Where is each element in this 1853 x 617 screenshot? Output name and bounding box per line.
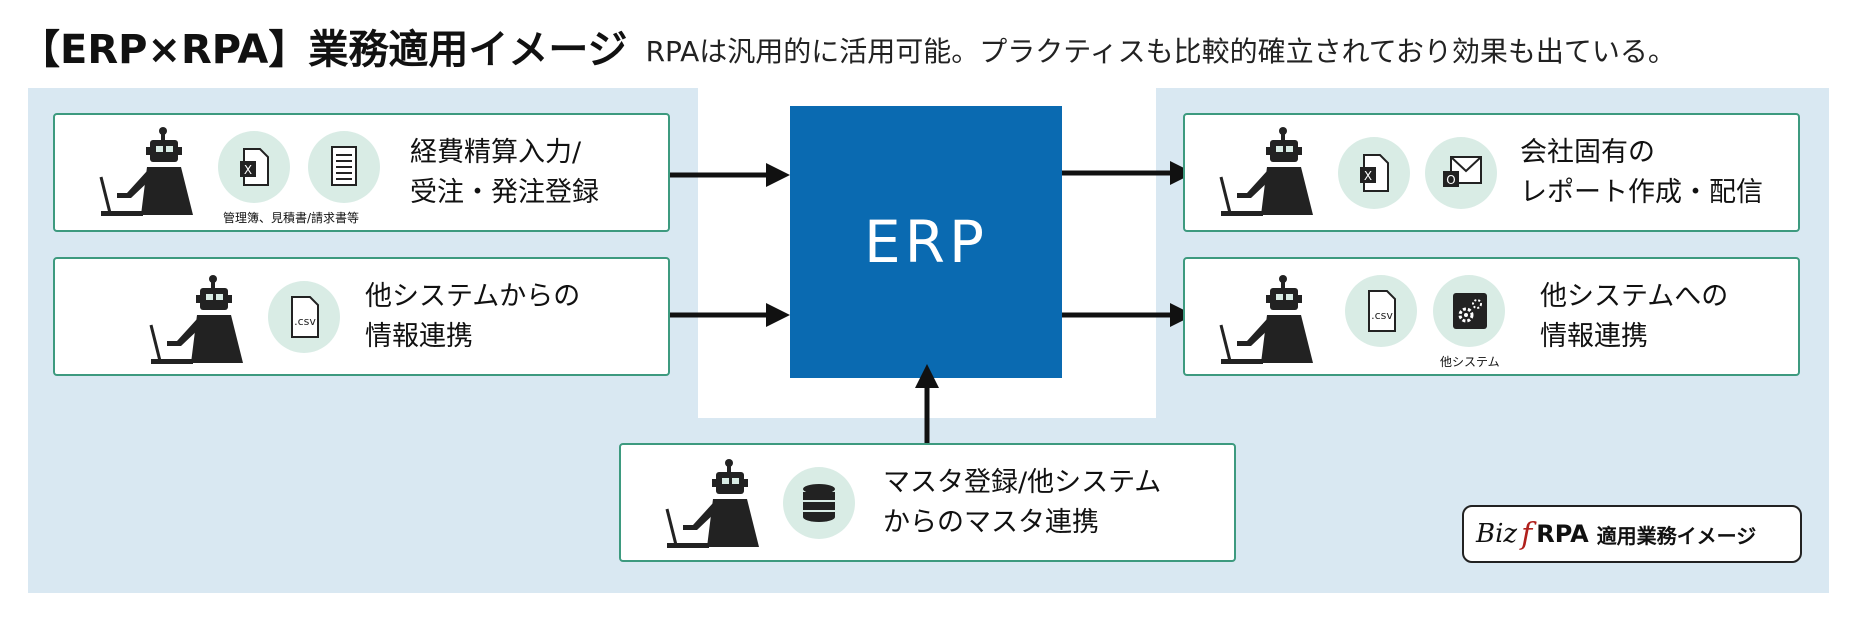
arrow-expense-to-erp	[668, 163, 790, 187]
excel-icon: X	[218, 131, 290, 203]
badge-f-mark: f	[1521, 516, 1533, 552]
card-report-creation: X O 会社固有の レポート作成・配信	[1183, 113, 1800, 232]
card-master-registration: マスタ登録/他システム からのマスタ連携	[619, 443, 1236, 562]
svg-text:X: X	[1364, 169, 1372, 183]
badge-rpa: RPA	[1536, 520, 1589, 548]
robot-icon	[1215, 127, 1325, 217]
gear-system-icon	[1433, 275, 1505, 347]
svg-text:.csv: .csv	[294, 315, 316, 328]
card-label-line2: 情報連携	[1540, 321, 1648, 352]
title-main: 【ERP×RPA】業務適用イメージ	[20, 27, 628, 73]
card-label: 他システムへの 情報連携	[1540, 277, 1728, 357]
page-title: 【ERP×RPA】業務適用イメージ RPAは汎用的に活用可能。プラクティスも比較…	[20, 14, 1676, 74]
robot-icon	[1215, 275, 1325, 365]
icon-caption: 他システム	[1440, 355, 1500, 369]
card-expense-input: X 管理簿、見積書/請求書等 経費精算入力/ 受注・発注登録	[53, 113, 670, 232]
arrow-erp-to-report	[1062, 161, 1194, 185]
robot-icon	[95, 127, 205, 217]
document-icon	[308, 131, 380, 203]
svg-text:.csv: .csv	[1371, 309, 1393, 322]
csv-icon: .csv	[1345, 275, 1417, 347]
title-subtitle: RPAは汎用的に活用可能。プラクティスも比較的確立されており効果も出ている。	[645, 35, 1676, 68]
robot-icon	[145, 275, 255, 365]
csv-icon: .csv	[268, 281, 340, 353]
erp-label: ERP	[864, 208, 988, 276]
icon-caption: 管理簿、見積書/請求書等	[223, 211, 360, 225]
card-label-line2: レポート作成・配信	[1520, 177, 1763, 208]
card-info-to-other: .csv 他システム 他システムへの 情報連携	[1183, 257, 1800, 376]
card-label-line1: マスタ登録/他システム	[883, 467, 1162, 498]
card-label-line1: 他システムへの	[1540, 281, 1729, 312]
erp-block: ERP	[790, 106, 1062, 378]
bizrpa-badge: Biz f RPA 適用業務イメージ	[1462, 505, 1802, 563]
badge-text: 適用業務イメージ	[1596, 523, 1757, 548]
card-label-line2: 受注・発注登録	[410, 177, 599, 208]
database-icon	[783, 467, 855, 539]
arrow-erp-to-info	[1062, 303, 1194, 327]
card-label: 他システムからの 情報連携	[365, 277, 580, 357]
badge-biz: Biz	[1476, 519, 1518, 549]
card-label-line1: 経費精算入力/	[410, 137, 582, 168]
card-label: 会社固有の レポート作成・配信	[1520, 133, 1763, 213]
robot-icon	[661, 459, 771, 549]
card-label-line2: からのマスタ連携	[883, 507, 1099, 538]
svg-text:X: X	[244, 163, 252, 177]
card-label: 経費精算入力/ 受注・発注登録	[410, 133, 599, 213]
card-label: マスタ登録/他システム からのマスタ連携	[883, 463, 1161, 543]
arrow-info-to-erp	[668, 303, 790, 327]
outlook-mail-icon: O	[1425, 137, 1497, 209]
excel-icon: X	[1338, 137, 1410, 209]
card-label-line2: 情報連携	[365, 321, 473, 352]
card-info-from-other: .csv 他システムからの 情報連携	[53, 257, 670, 376]
card-label-line1: 他システムからの	[365, 281, 581, 312]
card-label-line1: 会社固有の	[1520, 137, 1655, 168]
svg-text:O: O	[1446, 173, 1455, 187]
